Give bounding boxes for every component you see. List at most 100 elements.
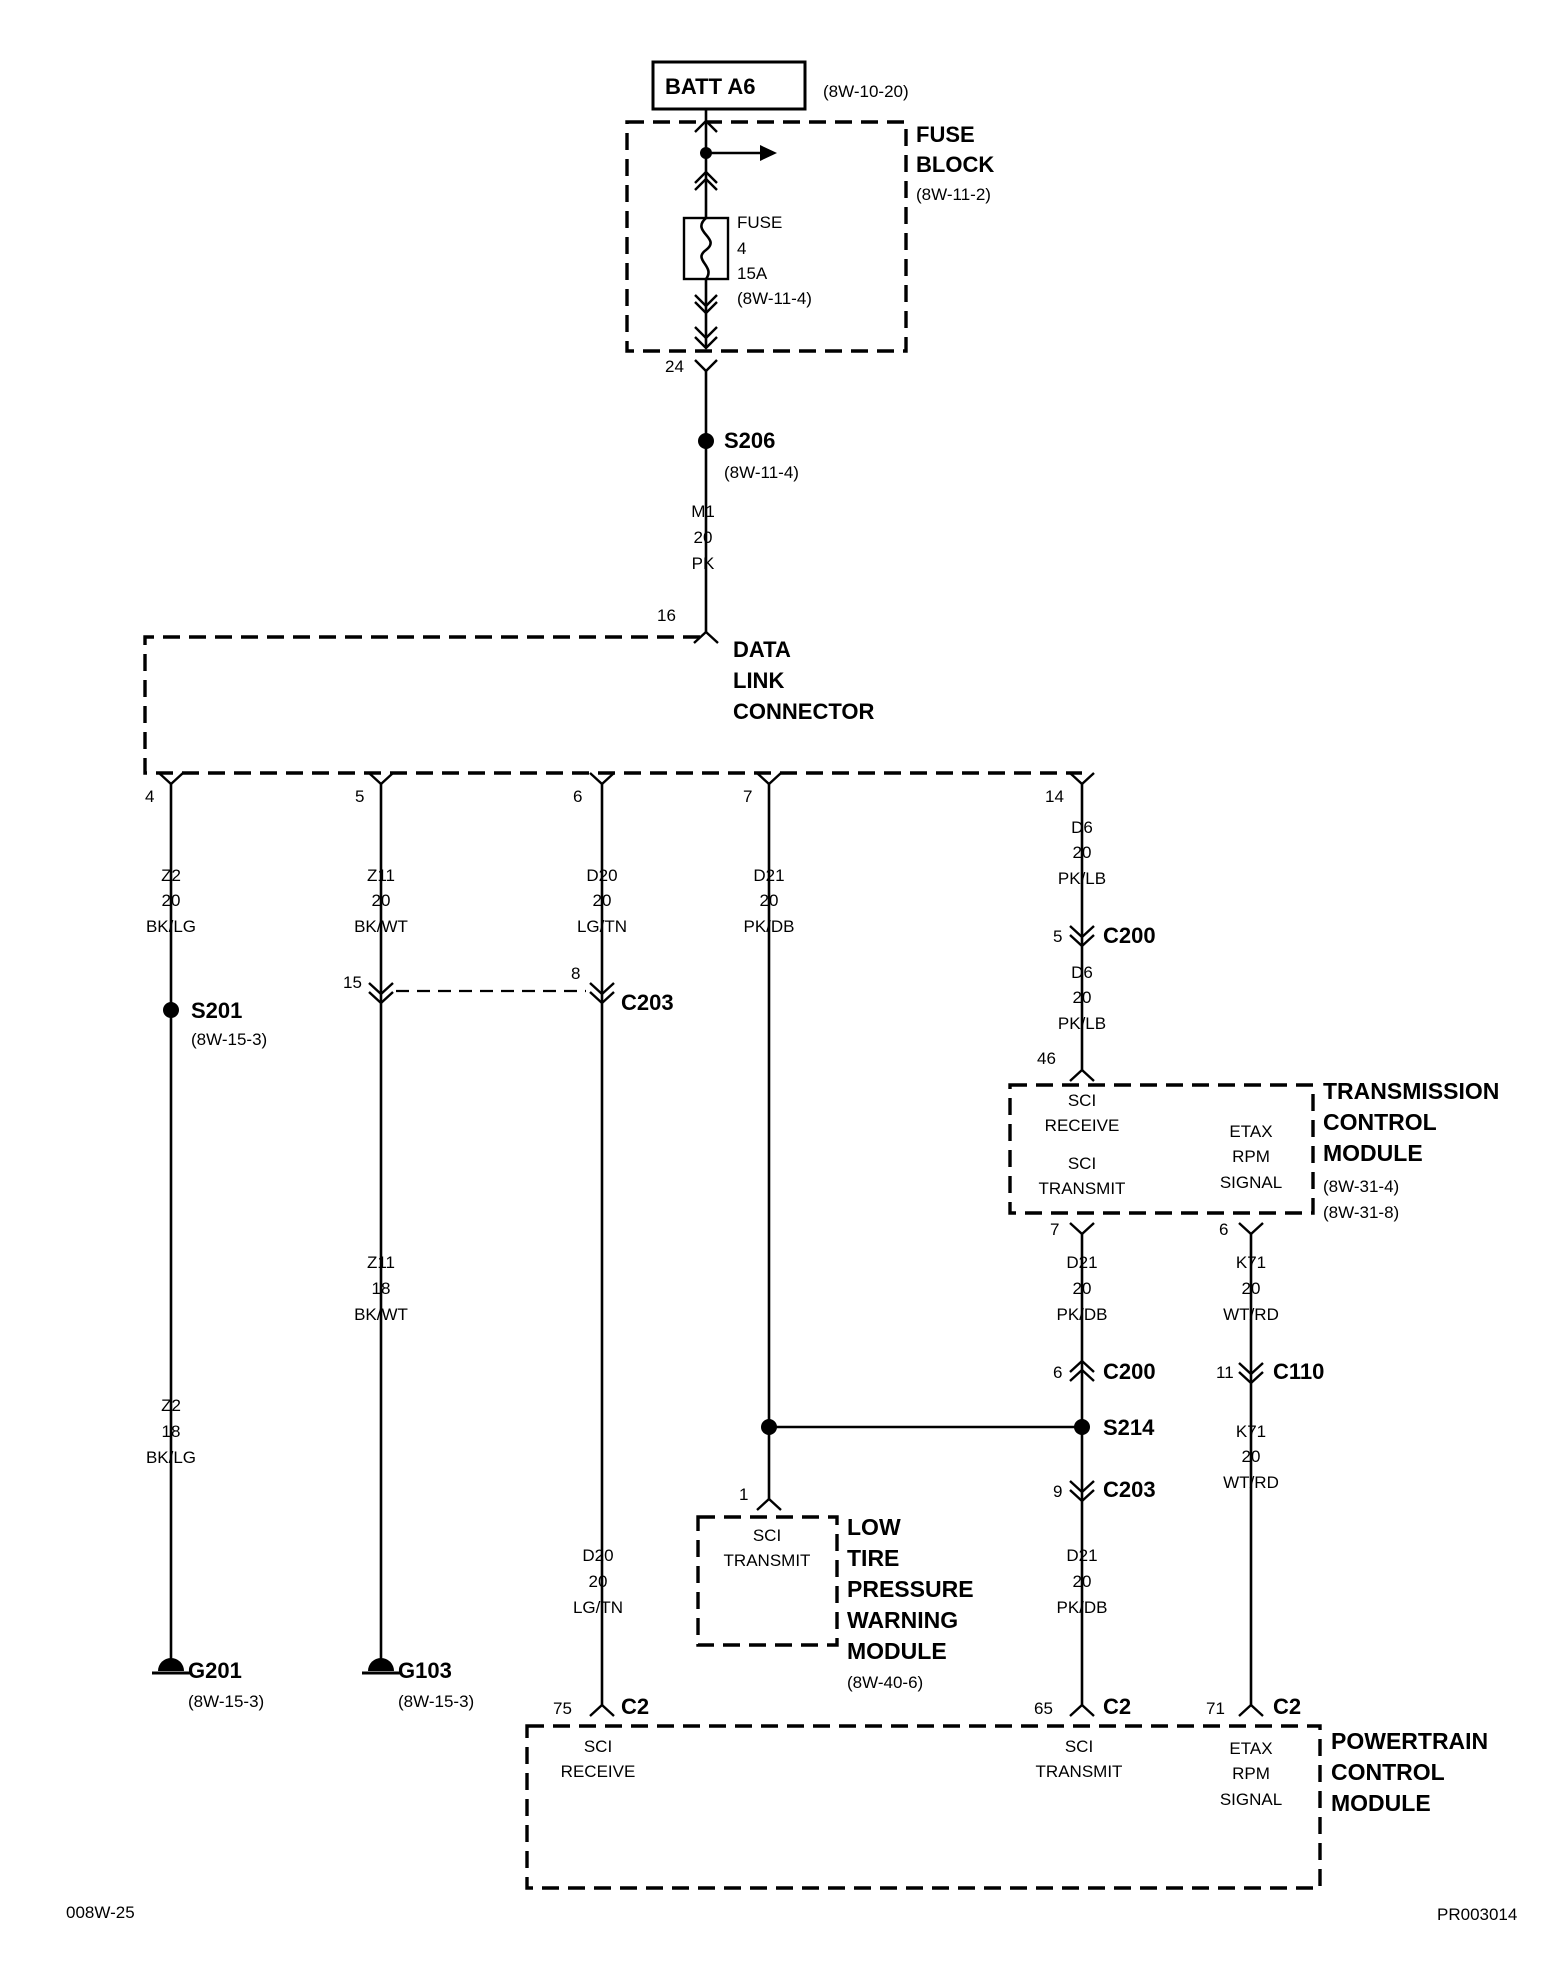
svg-text:Z2: Z2 bbox=[161, 1396, 181, 1415]
svg-text:RECEIVE: RECEIVE bbox=[561, 1762, 636, 1781]
svg-text:D6: D6 bbox=[1071, 963, 1093, 982]
fuse-label: FUSE bbox=[737, 213, 782, 232]
svg-text:RPM: RPM bbox=[1232, 1147, 1270, 1166]
svg-text:4: 4 bbox=[145, 787, 154, 806]
fuse-block: FUSE BLOCK (8W-11-2) FUSE 4 15A (8W-11-4… bbox=[625, 109, 994, 353]
svg-text:24: 24 bbox=[665, 357, 684, 376]
svg-text:20: 20 bbox=[1242, 1447, 1261, 1466]
svg-text:Z11: Z11 bbox=[367, 866, 395, 885]
svg-text:PK: PK bbox=[692, 554, 715, 573]
arrow-right-icon bbox=[760, 145, 777, 161]
svg-text:D20: D20 bbox=[582, 1546, 613, 1565]
svg-text:M1: M1 bbox=[691, 502, 715, 521]
svg-text:D21: D21 bbox=[1066, 1546, 1097, 1565]
svg-text:K71: K71 bbox=[1236, 1253, 1266, 1272]
svg-text:PRESSURE: PRESSURE bbox=[847, 1576, 974, 1602]
svg-text:15: 15 bbox=[343, 973, 362, 992]
svg-text:RECEIVE: RECEIVE bbox=[1045, 1116, 1120, 1135]
svg-text:BK/LG: BK/LG bbox=[146, 1448, 196, 1467]
svg-text:18: 18 bbox=[372, 1279, 391, 1298]
svg-text:20: 20 bbox=[1073, 1572, 1092, 1591]
tcm-outline bbox=[1008, 1083, 1315, 1215]
svg-text:6: 6 bbox=[1219, 1220, 1228, 1239]
svg-text:CONTROL: CONTROL bbox=[1323, 1109, 1437, 1135]
svg-text:C2: C2 bbox=[621, 1694, 649, 1719]
battery-label: BATT A6 bbox=[665, 74, 755, 99]
svg-text:14: 14 bbox=[1045, 787, 1064, 806]
svg-text:G201: G201 bbox=[188, 1658, 242, 1683]
svg-text:20: 20 bbox=[589, 1572, 608, 1591]
svg-text:PK/DB: PK/DB bbox=[1056, 1598, 1107, 1617]
svg-text:20: 20 bbox=[694, 528, 713, 547]
footer-right-code: PR003014 bbox=[1437, 1905, 1517, 1924]
svg-text:ETAX: ETAX bbox=[1229, 1122, 1272, 1141]
fuse-block-pin-24: 24 bbox=[665, 357, 718, 632]
branch-k71: K71 20 WT/RD 11 C110 K71 20 WT/RD bbox=[1216, 1234, 1324, 1705]
svg-text:(8W-31-4): (8W-31-4) bbox=[1323, 1177, 1399, 1196]
svg-text:ETAX: ETAX bbox=[1229, 1739, 1272, 1758]
svg-text:BK/LG: BK/LG bbox=[146, 917, 196, 936]
svg-text:Z2: Z2 bbox=[161, 866, 181, 885]
svg-text:POWERTRAIN: POWERTRAIN bbox=[1331, 1728, 1488, 1754]
svg-text:20: 20 bbox=[1073, 843, 1092, 862]
svg-text:D21: D21 bbox=[1066, 1253, 1097, 1272]
svg-text:PK/DB: PK/DB bbox=[743, 917, 794, 936]
svg-text:(8W-31-8): (8W-31-8) bbox=[1323, 1203, 1399, 1222]
svg-text:C203: C203 bbox=[621, 990, 674, 1015]
splice-s201 bbox=[163, 1002, 179, 1018]
svg-text:TRANSMIT: TRANSMIT bbox=[724, 1551, 811, 1570]
svg-text:D6: D6 bbox=[1071, 818, 1093, 837]
svg-text:65: 65 bbox=[1034, 1699, 1053, 1718]
svg-text:46: 46 bbox=[1037, 1049, 1056, 1068]
svg-text:MODULE: MODULE bbox=[847, 1638, 947, 1664]
svg-text:20: 20 bbox=[1073, 1279, 1092, 1298]
svg-text:Z11: Z11 bbox=[367, 1253, 395, 1272]
svg-text:(8W-40-6): (8W-40-6) bbox=[847, 1673, 923, 1692]
svg-text:D20: D20 bbox=[586, 866, 617, 885]
svg-text:16: 16 bbox=[657, 606, 676, 625]
svg-text:SIGNAL: SIGNAL bbox=[1220, 1173, 1282, 1192]
svg-text:(8W-15-3): (8W-15-3) bbox=[188, 1692, 264, 1711]
svg-text:18: 18 bbox=[162, 1422, 181, 1441]
branch-d21-dlc: D21 20 PK/DB 1 bbox=[739, 784, 1077, 1511]
svg-text:G103: G103 bbox=[398, 1658, 452, 1683]
splice-s214 bbox=[1074, 1419, 1090, 1435]
svg-text:C200: C200 bbox=[1103, 1359, 1156, 1384]
svg-text:DATA: DATA bbox=[733, 637, 791, 662]
svg-text:LG/TN: LG/TN bbox=[577, 917, 627, 936]
svg-text:CONNECTOR: CONNECTOR bbox=[733, 699, 874, 724]
svg-text:S214: S214 bbox=[1103, 1415, 1155, 1440]
svg-text:20: 20 bbox=[593, 891, 612, 910]
battery-feed: BATT A6 (8W-10-20) bbox=[651, 60, 909, 111]
branch-d21-tcm: D21 20 PK/DB 6 C200 S214 9 C203 D21 20 P… bbox=[1053, 1234, 1156, 1705]
svg-text:(8W-15-3): (8W-15-3) bbox=[191, 1030, 267, 1049]
ground-g103-icon bbox=[362, 1658, 400, 1675]
data-link-connector: 16 DATA LINK CONNECTOR 4 5 6 7 14 bbox=[143, 606, 1095, 806]
svg-text:PK/DB: PK/DB bbox=[1056, 1305, 1107, 1324]
svg-text:5: 5 bbox=[355, 787, 364, 806]
ground-g201-icon bbox=[152, 1658, 190, 1675]
svg-text:S201: S201 bbox=[191, 998, 242, 1023]
fuse-block-outline bbox=[625, 120, 908, 353]
fuse-block-in-connector bbox=[694, 119, 718, 133]
svg-text:PK/LB: PK/LB bbox=[1058, 1014, 1106, 1033]
svg-text:7: 7 bbox=[1050, 1220, 1059, 1239]
svg-text:LG/TN: LG/TN bbox=[573, 1598, 623, 1617]
svg-text:D21: D21 bbox=[753, 866, 784, 885]
svg-text:20: 20 bbox=[162, 891, 181, 910]
fuse-ref: (8W-11-4) bbox=[737, 289, 812, 308]
dlc-outline bbox=[143, 635, 1082, 775]
ltpwm-outline bbox=[696, 1515, 839, 1647]
svg-text:20: 20 bbox=[1242, 1279, 1261, 1298]
pcm-outline bbox=[525, 1724, 1322, 1890]
svg-text:SCI: SCI bbox=[1068, 1154, 1096, 1173]
svg-text:TRANSMIT: TRANSMIT bbox=[1036, 1762, 1123, 1781]
svg-text:(8W-11-4): (8W-11-4) bbox=[724, 463, 799, 482]
svg-text:WARNING: WARNING bbox=[847, 1607, 958, 1633]
svg-text:(8W-15-3): (8W-15-3) bbox=[398, 1692, 474, 1711]
svg-text:BK/WT: BK/WT bbox=[354, 917, 408, 936]
svg-text:TIRE: TIRE bbox=[847, 1545, 899, 1571]
svg-text:C2: C2 bbox=[1103, 1694, 1131, 1719]
fuse-block-title-1: FUSE bbox=[916, 122, 975, 147]
